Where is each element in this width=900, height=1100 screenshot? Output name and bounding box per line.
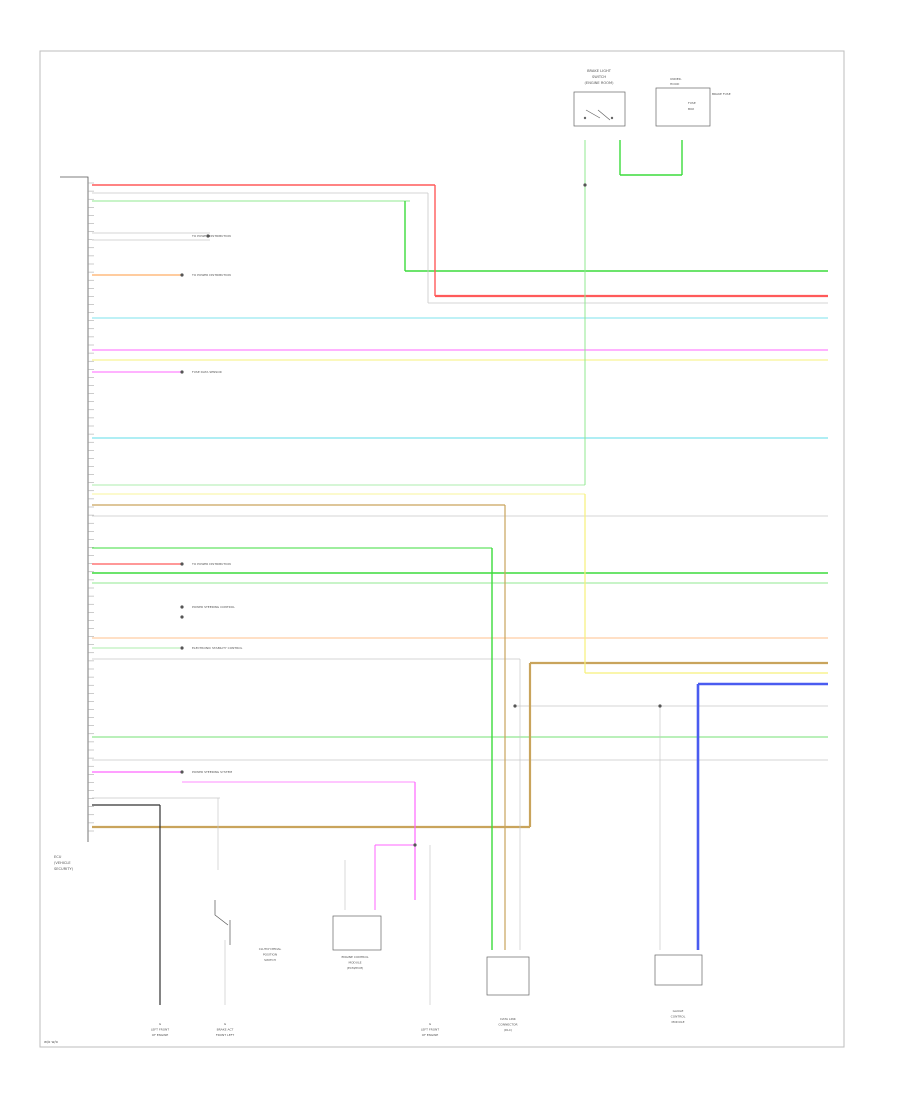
bottom-label-clutch: SWITCH bbox=[264, 958, 276, 962]
bottom-label-g3: G bbox=[429, 1022, 432, 1026]
side-label: ELECTRONIC STABILITY CONTROL bbox=[192, 646, 243, 650]
fuse-label-4: BOX bbox=[688, 107, 694, 111]
connector-dot bbox=[180, 605, 184, 609]
bottom-label-g3: OF ENGINE bbox=[422, 1033, 439, 1037]
side-label: TO POWER DISTRIBUTION bbox=[191, 562, 231, 566]
connector-dot bbox=[583, 183, 587, 187]
bottom-label-gauge: MODULE bbox=[671, 1020, 684, 1024]
bottom-label-clutch: POSITION bbox=[263, 953, 277, 957]
bottom-label-gauge: CONTROL bbox=[671, 1015, 686, 1019]
ecm-box bbox=[332, 915, 382, 951]
gauge-box bbox=[654, 954, 703, 986]
fuse-label-2: HOOD bbox=[670, 82, 680, 86]
fuse-label-3: FUSE bbox=[688, 101, 696, 105]
side-label: FUSE DATA SENSOR bbox=[192, 370, 222, 374]
module-label-2: (VEHICLE bbox=[54, 861, 71, 865]
side-label: POWER STEERING CONTROL bbox=[192, 605, 235, 609]
side-label: TO POWER DISTRIBUTION bbox=[191, 273, 231, 277]
under-hood-fuse-box: UNDER- HOOD FUSE BOX BRAKE FUSE bbox=[655, 77, 731, 127]
connector-dot bbox=[180, 770, 184, 774]
connector-dot bbox=[513, 704, 517, 708]
ecu-module-label: ECU (VEHICLE SECURITY) bbox=[54, 855, 74, 871]
switch-label-1: BRAKE LIGHT bbox=[587, 69, 612, 73]
footer-code: w/o w/o bbox=[44, 1040, 58, 1044]
bottom-label-ecm: MODULE bbox=[348, 961, 361, 965]
ecu-module bbox=[60, 176, 94, 842]
bottom-label-dlc: CONNECTOR bbox=[498, 1023, 517, 1027]
switch-label-3: (ENGINE ROOM) bbox=[585, 81, 615, 85]
bottom-label-gauge: GAUGE bbox=[673, 1009, 684, 1013]
bottom-label-g2: BRAKE ACT bbox=[217, 1028, 234, 1032]
bottom-label-ecm: (ECM/PCM) bbox=[347, 966, 363, 970]
bottom-label-dlc: (DLC) bbox=[504, 1028, 512, 1032]
bottom-label-g2: FRONT LEFT bbox=[216, 1033, 234, 1037]
connector-dot bbox=[206, 234, 210, 238]
bottom-label-ecm: ENGINE CONTROL bbox=[341, 955, 368, 959]
ecu-pin-labels bbox=[88, 182, 94, 832]
bottom-label-g1: G bbox=[159, 1022, 162, 1026]
bottom-label-g1: OF ENGINE bbox=[152, 1033, 169, 1037]
side-label-group: TO POWER DISTRIBUTION TO POWER DISTRIBUTI… bbox=[191, 234, 243, 774]
bottom-label-dlc: DATA LINK bbox=[500, 1017, 516, 1021]
dlc-box bbox=[486, 956, 530, 996]
module-label-3: SECURITY) bbox=[54, 867, 74, 871]
bottom-label-g3: LEFT FRONT bbox=[421, 1028, 439, 1032]
connector-dot bbox=[413, 843, 417, 847]
diagram-frame bbox=[39, 50, 845, 1048]
connector-dot bbox=[180, 370, 184, 374]
wire-group bbox=[92, 140, 828, 1005]
switch-label-2: SWITCH bbox=[592, 75, 606, 79]
bottom-label-clutch: CLUTCH PEDAL bbox=[259, 947, 282, 951]
bottom-label-g1: LEFT FRONT bbox=[151, 1028, 169, 1032]
fuse-side-label: BRAKE FUSE bbox=[712, 92, 731, 96]
connector-dot bbox=[180, 646, 184, 650]
connector-dot bbox=[180, 562, 184, 566]
side-label: POWER STEERING SYSTEM bbox=[192, 770, 232, 774]
connector-dot bbox=[658, 704, 662, 708]
bottom-label-g2: G bbox=[224, 1022, 227, 1026]
clutch-switch-symbol bbox=[214, 900, 231, 945]
brake-light-switch: BRAKE LIGHT SWITCH (ENGINE ROOM) bbox=[573, 69, 626, 127]
connector-dot bbox=[180, 273, 184, 277]
side-label: TO POWER DISTRIBUTION bbox=[191, 234, 231, 238]
connector-dot bbox=[180, 615, 184, 619]
module-label-1: ECU bbox=[54, 855, 62, 859]
fuse-label-1: UNDER- bbox=[670, 77, 682, 81]
